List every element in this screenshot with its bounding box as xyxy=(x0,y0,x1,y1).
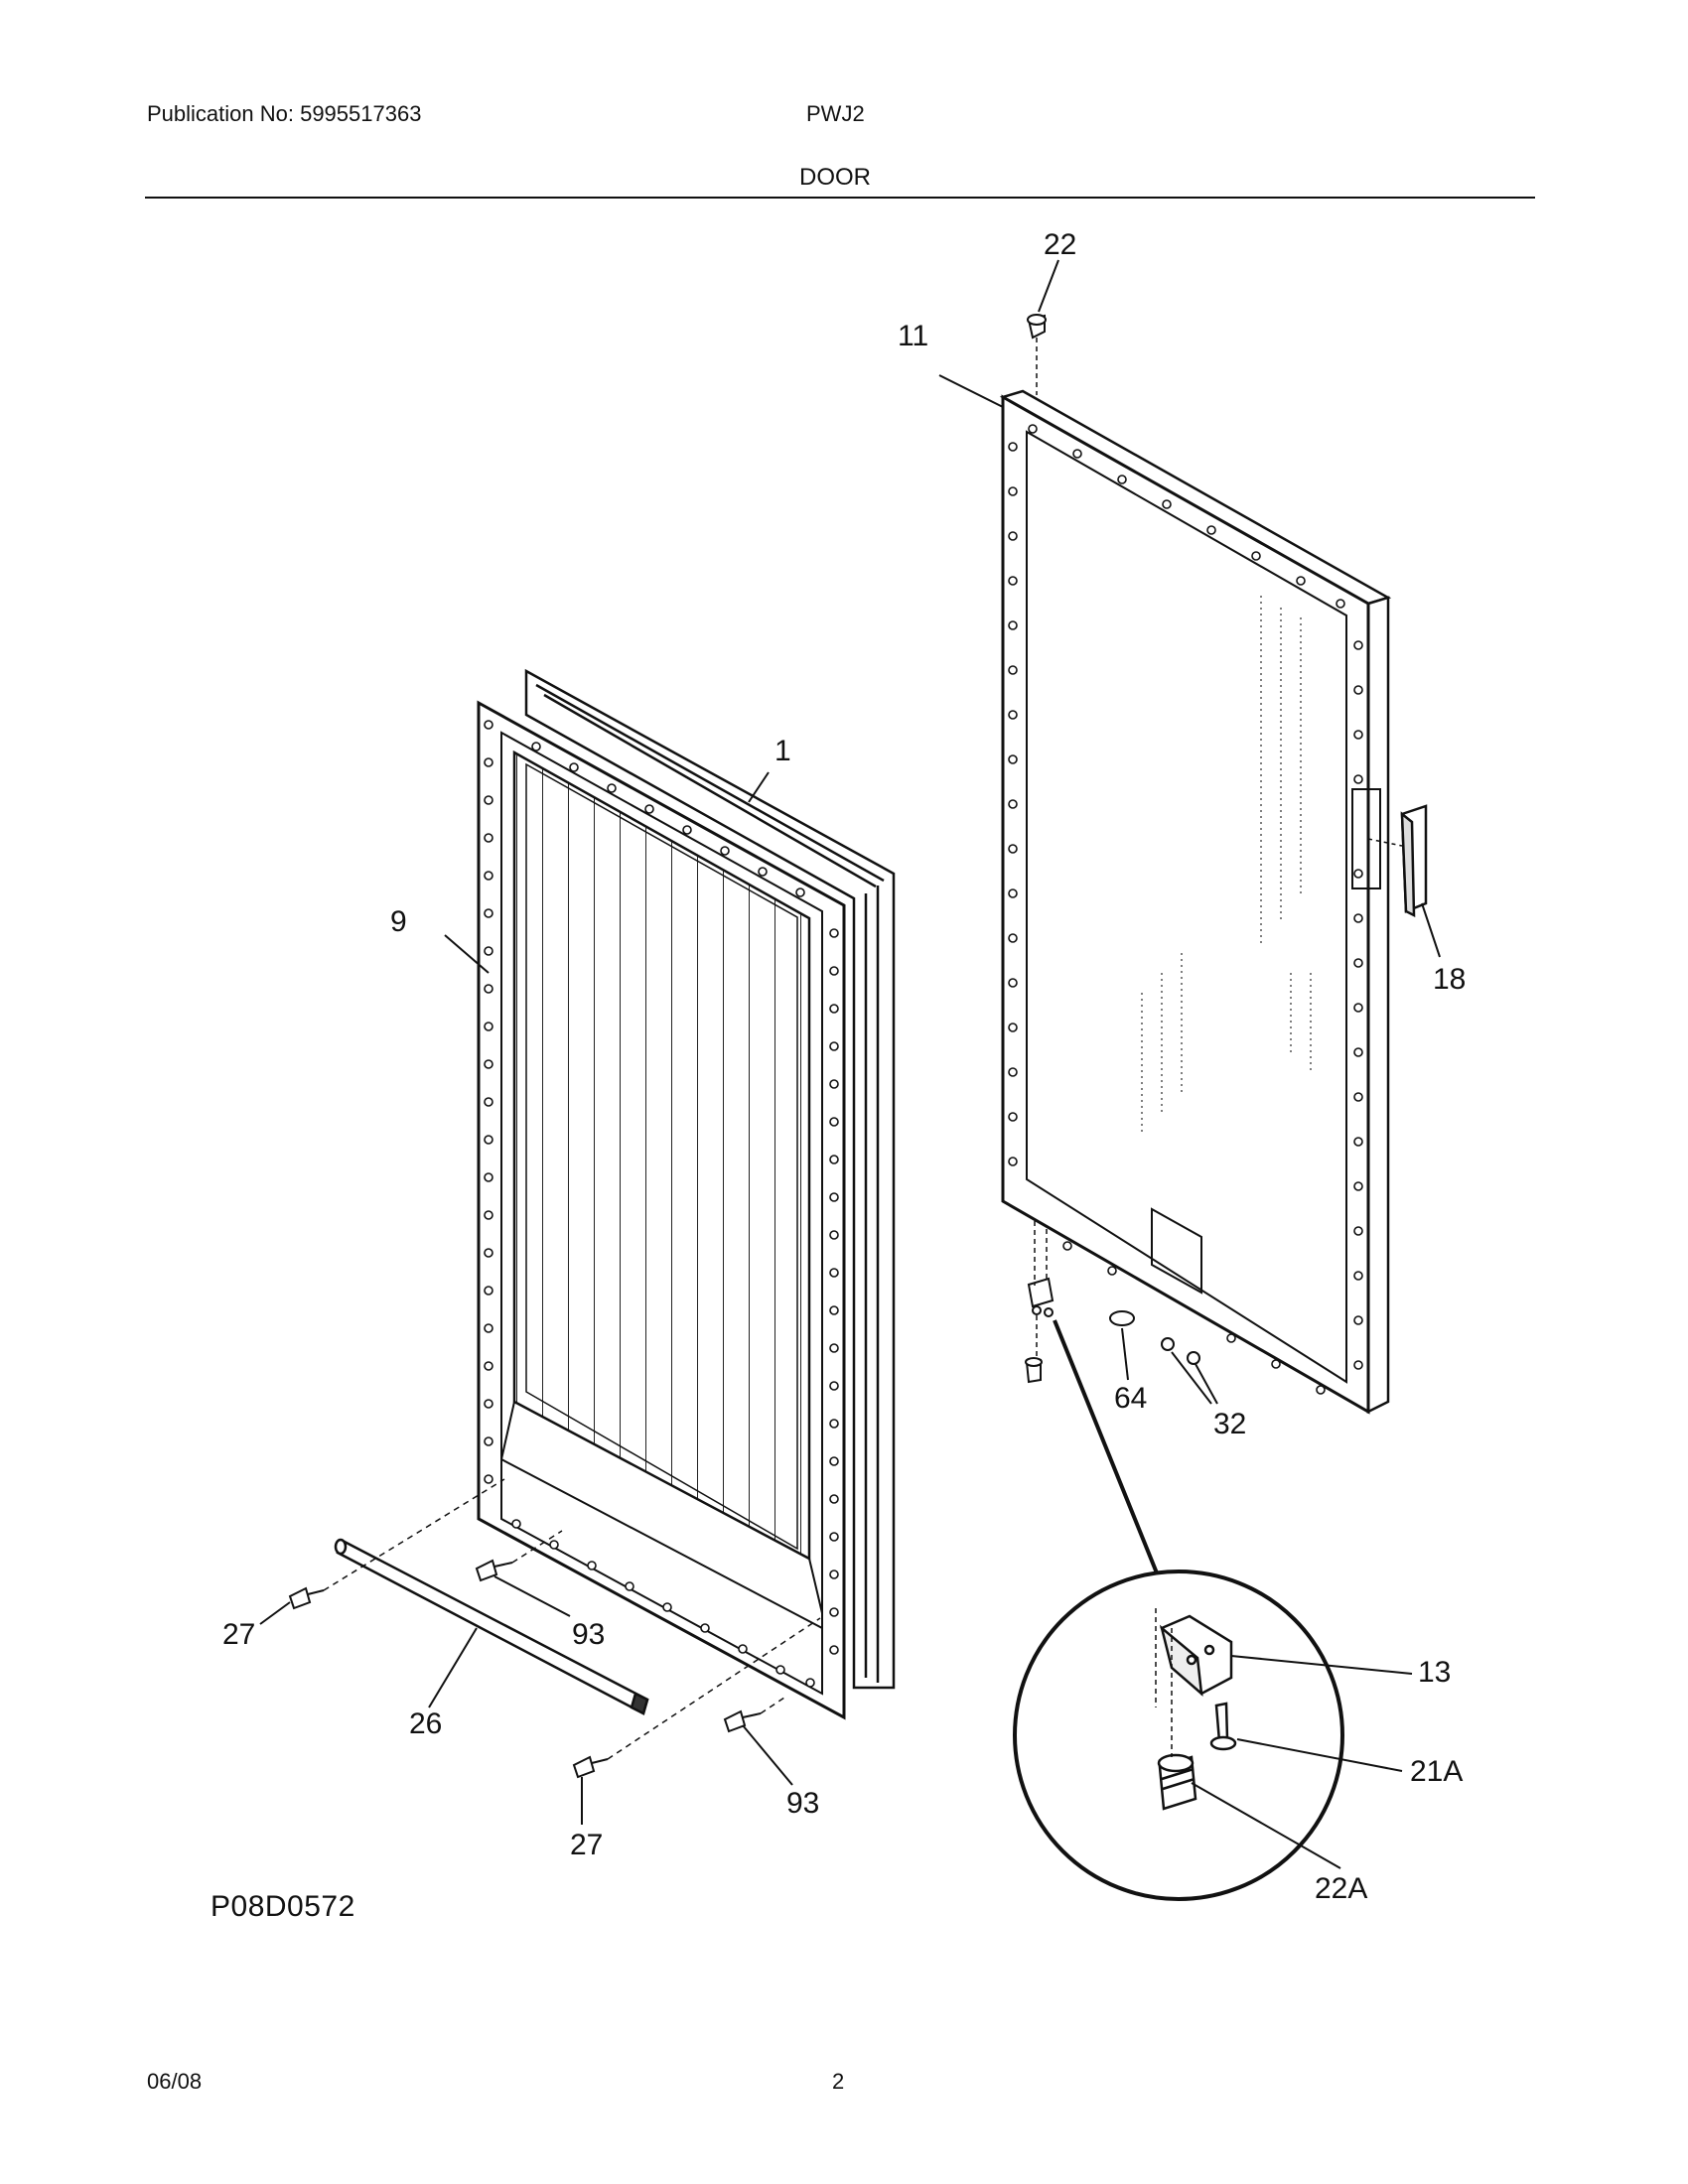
callout-27-bottom: 27 xyxy=(570,1829,604,1861)
push-pins-27 xyxy=(288,1586,609,1779)
callout-27-top: 27 xyxy=(222,1618,256,1651)
figure-code: P08D0572 xyxy=(211,1890,355,1923)
detail-bushing-22A xyxy=(1157,1753,1197,1811)
callout-11: 11 xyxy=(898,320,929,352)
callout-21A: 21A xyxy=(1410,1755,1464,1788)
section-title: DOOR xyxy=(799,164,871,191)
callout-93-bottom: 93 xyxy=(786,1787,820,1820)
detail-screw-21A xyxy=(1209,1702,1237,1751)
detail-connector xyxy=(1053,1319,1162,1581)
model-number: PWJ2 xyxy=(806,101,865,126)
trim-strip-26 xyxy=(334,1538,649,1715)
screws-32 xyxy=(1161,1337,1200,1365)
callout-26: 26 xyxy=(409,1707,443,1740)
push-pins-93 xyxy=(475,1559,762,1733)
detail-hinge-13 xyxy=(1159,1614,1233,1698)
callout-32: 32 xyxy=(1213,1408,1247,1440)
callout-22A: 22A xyxy=(1315,1872,1368,1905)
page-number: 2 xyxy=(832,2069,845,2094)
callout-64: 64 xyxy=(1114,1382,1148,1415)
detail-circle xyxy=(1013,1570,1344,1901)
callout-13: 13 xyxy=(1418,1656,1452,1689)
callout-22: 22 xyxy=(1044,228,1077,261)
callout-93-top: 93 xyxy=(572,1618,606,1651)
bottom-hinge-small xyxy=(1025,1277,1055,1384)
plug-64 xyxy=(1109,1310,1135,1326)
callout-9: 9 xyxy=(390,905,407,938)
outer-door-panel xyxy=(999,389,1392,1415)
callout-18: 18 xyxy=(1433,963,1467,996)
top-bushing xyxy=(1027,314,1047,340)
footer-date: 06/08 xyxy=(147,2069,203,2094)
door-handle xyxy=(1400,804,1428,918)
publication-number: Publication No: 5995517363 xyxy=(147,101,422,126)
leader-lines xyxy=(259,259,1441,1869)
leader-18 xyxy=(1367,838,1403,847)
header-rule xyxy=(145,197,1535,199)
door-gasket xyxy=(477,700,846,1720)
door-liner xyxy=(524,668,896,1690)
callout-1: 1 xyxy=(774,735,791,767)
